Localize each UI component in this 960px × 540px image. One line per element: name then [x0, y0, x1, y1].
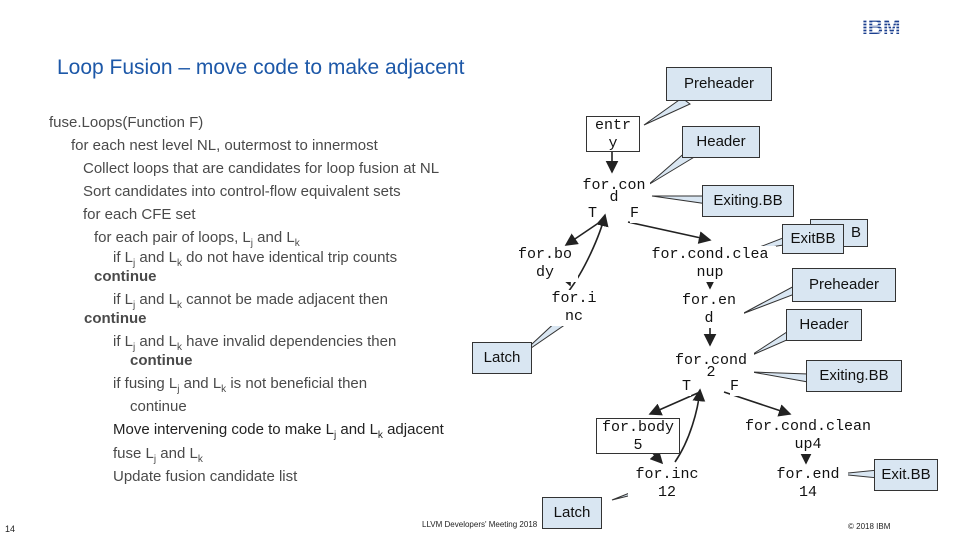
code-line-4: Sort candidates into control-flow equiva… [83, 183, 401, 200]
branch-false-1: F [630, 205, 640, 223]
node-for-cond-cleanup: for.cond.clea nup [644, 246, 776, 282]
node-for-body-label-1: for.bo [517, 246, 572, 263]
node-for-body5: for.body 5 [596, 418, 680, 454]
node-entry-label-1: entr [594, 117, 631, 134]
callout-header-2: Header [786, 309, 862, 341]
pointer-exiting1 [651, 195, 709, 205]
code-line-1: fuse.Loops(Function F) [49, 114, 204, 131]
node-body5-label-2: 5 [633, 437, 643, 454]
code-line-10: continue [84, 310, 147, 327]
code-line-5: for each CFE set [83, 206, 196, 223]
node-for-end-label-2: d [704, 310, 714, 327]
code-line-8: continue [94, 268, 157, 285]
code-line-6: for each pair of loops, Lj and Lk [94, 229, 300, 249]
code-line-11: if Lj and Lk have invalid dependencies t… [113, 333, 397, 353]
node-for-inc-label-2: nc [564, 308, 583, 325]
node-inc12-label-2: 12 [657, 484, 676, 501]
ibm-logo: IBM [862, 16, 912, 39]
node-for-cond-cleanup4: for.cond.clean up4 [738, 418, 878, 454]
node-for-cond2-label-1: for.cond [674, 352, 747, 369]
node-for-body-label-2: dy [535, 264, 554, 281]
code-line-16: fuse Lj and Lk [113, 445, 203, 465]
edge-cond-cleanup [627, 221, 712, 244]
footer-event: LLVM Developers' Meeting 2018 [422, 520, 538, 529]
code-line-13: if fusing Lj and Lk is not beneficial th… [113, 375, 368, 395]
node-cleanup4-label-2: up4 [794, 436, 822, 453]
callout-preheader-2: Preheader [792, 268, 896, 302]
callout-exiting-2: Exiting.BB [806, 360, 902, 392]
callout-exit-1: ExitBB [782, 224, 844, 254]
callout-latch-2: Latch [542, 497, 602, 529]
footer-copyright: © 2018 IBM [848, 522, 891, 531]
node-for-end14: for.end 14 [768, 466, 848, 502]
node-cleanup-label-2: nup [696, 264, 724, 281]
node-for-inc-label-1: for.i [551, 290, 597, 307]
node-cleanup-label-1: for.cond.clea [651, 246, 769, 263]
page-number: 14 [5, 524, 16, 534]
code-line-3: Collect loops that are candidates for lo… [83, 160, 440, 177]
node-end14-label-2: 14 [798, 484, 817, 501]
node-for-inc: for.i nc [544, 290, 604, 326]
node-end14-label-1: for.end [776, 466, 840, 483]
node-entry-label-2: y [608, 135, 618, 152]
code-line-15: Move intervening code to make Lj and Lk … [113, 421, 444, 441]
node-for-cond2-label-2: 2 [706, 364, 716, 381]
node-for-body: for.bo dy [512, 246, 578, 282]
callout-latch-1: Latch [472, 342, 532, 374]
code-line-2: for each nest level NL, outermost to inn… [71, 137, 378, 154]
node-for-cond2: for.cond 2 [668, 352, 754, 382]
branch-false-2: F [730, 378, 740, 396]
node-for-cond: for.con d [578, 177, 650, 207]
pointer-preheader1 [643, 97, 691, 126]
node-inc12-label-1: for.inc [635, 466, 699, 483]
node-for-cond-label-2: d [609, 189, 619, 206]
callout-exit-2: Exit.BB [874, 459, 938, 491]
edge-cond2-body [648, 391, 701, 416]
edge-cond-body [564, 221, 601, 246]
branch-true-1: T [588, 205, 598, 223]
code-line-12: continue [130, 352, 193, 369]
edge-inc-cond [567, 213, 609, 293]
callout-preheader-1: Preheader [666, 67, 772, 101]
node-for-inc12: for.inc 12 [628, 466, 706, 502]
slide-title: Loop Fusion – move code to make adjacent [57, 56, 465, 79]
ibm-logo-text: IBM [862, 16, 901, 38]
node-body5-label-1: for.body [601, 419, 674, 436]
edge-inc2-cond2 [674, 388, 706, 463]
node-for-end: for.en d [674, 292, 744, 328]
branch-true-2: T [682, 378, 692, 396]
code-line-17: Update fusion candidate list [113, 468, 298, 485]
callout-exiting-1: Exiting.BB [702, 185, 794, 217]
callout-header-1: Header [682, 126, 760, 158]
code-line-9: if Lj and Lk cannot be made adjacent the… [113, 291, 388, 311]
node-entry: entr y [586, 116, 640, 152]
code-line-14: continue [130, 398, 187, 415]
pointer-exiting2 [751, 371, 809, 383]
node-for-end-label-1: for.en [681, 292, 736, 309]
node-cleanup4-label-1: for.cond.clean [744, 418, 872, 435]
code-line-7: if Lj and Lk do not have identical trip … [113, 249, 398, 269]
node-for-cond-label-1: for.con [582, 177, 646, 194]
